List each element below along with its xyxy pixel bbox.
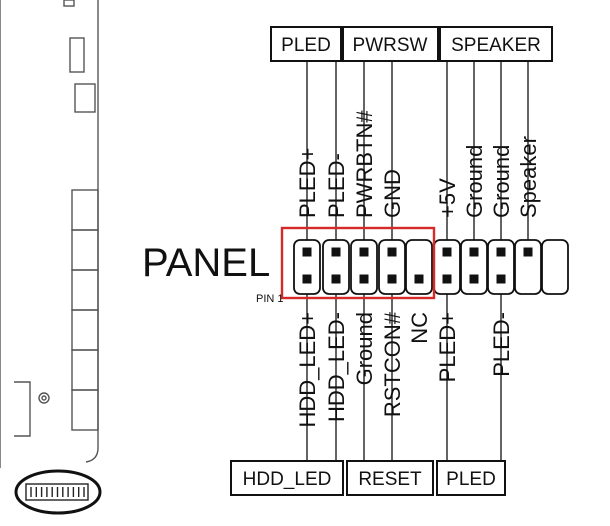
header-pin-top <box>387 247 397 257</box>
bottom-pin-label: RSTCON# <box>380 311 405 417</box>
group-box-pled-bottom <box>436 460 506 496</box>
group-box-pwrsw <box>342 26 439 62</box>
bottom-pin-label: HDD_LED- <box>324 312 349 422</box>
header-pin-top <box>442 247 452 257</box>
highlight-frame <box>280 226 436 300</box>
top-pin-label: PWRBTN# <box>352 110 377 218</box>
header-pin-bottom <box>302 274 312 284</box>
top-pin-label: PLED- <box>324 153 349 218</box>
bottom-pin-label: NC <box>407 312 432 344</box>
header-pin-top <box>302 247 312 257</box>
group-box-hdd-led <box>230 460 344 496</box>
header-pin-bottom <box>387 274 397 284</box>
group-label-speaker: SPEAKER <box>451 35 541 56</box>
header-cell <box>378 239 406 295</box>
header-cell <box>514 239 542 295</box>
top-pin-label: PLED+ <box>295 148 320 218</box>
group-box-reset <box>346 460 434 496</box>
panel-title: PANEL <box>142 241 270 285</box>
header-pin-top <box>496 247 506 257</box>
header-cell <box>350 239 378 295</box>
group-label-pwrsw: PWRSW <box>353 35 428 56</box>
bottom-group-boxes <box>230 460 506 496</box>
top-pin-label: +5V <box>435 178 460 218</box>
header-pin-top <box>523 247 533 257</box>
header-pin-bottom <box>442 274 452 284</box>
header-pin-bottom <box>414 274 424 284</box>
header-pin-top <box>331 247 341 257</box>
header-cell <box>541 239 569 295</box>
pin-header <box>293 239 569 295</box>
header-pin-bottom <box>359 274 369 284</box>
top-pin-label: Speaker <box>516 136 541 218</box>
motherboard-edge <box>0 0 99 468</box>
group-box-pled-top <box>270 26 342 62</box>
header-cell <box>405 239 433 295</box>
header-cell <box>487 239 515 295</box>
top-pin-label: Ground <box>462 145 487 218</box>
header-pin-bottom <box>331 274 341 284</box>
top-pin-label: GND <box>380 169 405 218</box>
group-label-hdd-led: HDD_LED <box>243 469 332 490</box>
header-pin-bottom <box>469 274 479 284</box>
bottom-pin-label: Ground <box>352 312 377 385</box>
highlight-ellipse <box>14 469 102 515</box>
group-label-pled-top: PLED <box>281 35 331 56</box>
header-pins <box>302 247 533 284</box>
group-box-speaker <box>439 26 553 62</box>
header-pin-top <box>359 247 369 257</box>
group-label-reset: RESET <box>358 469 422 490</box>
header-cell <box>322 239 350 295</box>
top-pin-label: Ground <box>489 145 514 218</box>
header-pin-top <box>469 247 479 257</box>
header-cell <box>460 239 488 295</box>
bottom-pin-label: PLED+ <box>435 312 460 382</box>
bottom-pin-label: PLED- <box>489 312 514 377</box>
pin1-label: PIN 1 <box>256 293 284 305</box>
connector-lines <box>306 61 529 461</box>
bottom-pin-label: HDD_LED+ <box>295 312 320 428</box>
header-pin-bottom <box>496 274 506 284</box>
top-group-boxes <box>270 26 553 62</box>
header-cell <box>293 239 321 295</box>
group-label-pled-bottom: PLED <box>446 469 496 490</box>
